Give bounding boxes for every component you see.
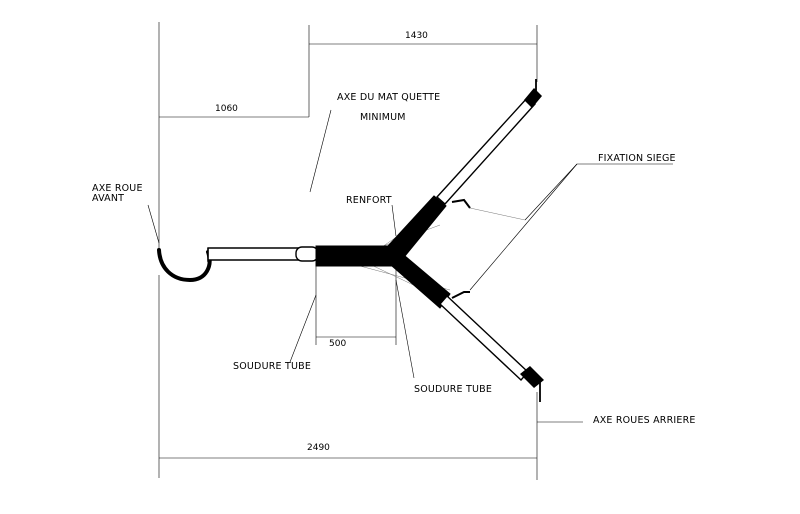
- upper-arm-end: [524, 88, 542, 108]
- dimension-1060: 1060: [159, 104, 309, 118]
- dimension-500: 500: [316, 336, 396, 349]
- front-tube: [207, 247, 306, 261]
- dimension-1430-label: 1430: [405, 31, 428, 41]
- dimension-500-label: 500: [329, 339, 346, 349]
- frame-body: [157, 79, 544, 402]
- weld-right-label: SOUDURE TUBE: [414, 384, 492, 395]
- dimension-2490-label: 2490: [307, 443, 330, 453]
- reinforcement: [315, 195, 451, 309]
- dimension-1060-label: 1060: [215, 104, 238, 114]
- lower-arm-end: [520, 366, 544, 388]
- dimension-2490: 2490: [159, 443, 537, 459]
- front-wheel-label: AXE ROUE: [92, 183, 143, 194]
- reinforcement-label: RENFORT: [346, 195, 392, 206]
- seat-tab-lower: [451, 291, 470, 299]
- seat-mount-label: FIXATION SIEGE: [598, 153, 676, 164]
- weld-left-label: SOUDURE TUBE: [233, 361, 311, 372]
- weld-sleeve: [295, 246, 319, 262]
- dimension-1430: 1430: [309, 31, 537, 45]
- annotations: AXE DU MAT QUETTE MINIMUM AXE ROUE AVANT…: [92, 92, 696, 426]
- leader-lines: [147, 109, 673, 423]
- upper-rear-arm: [436, 95, 536, 205]
- seat-tab-upper: [451, 198, 471, 209]
- front-wheel-hook: [157, 248, 212, 283]
- mast-axis-label: AXE DU MAT QUETTE: [337, 92, 440, 103]
- mast-axis-label-2: MINIMUM: [360, 112, 406, 123]
- front-wheel-label-2: AVANT: [92, 193, 124, 204]
- rear-wheels-label: AXE ROUES ARRIERE: [593, 415, 696, 426]
- lower-rear-arm: [439, 294, 529, 382]
